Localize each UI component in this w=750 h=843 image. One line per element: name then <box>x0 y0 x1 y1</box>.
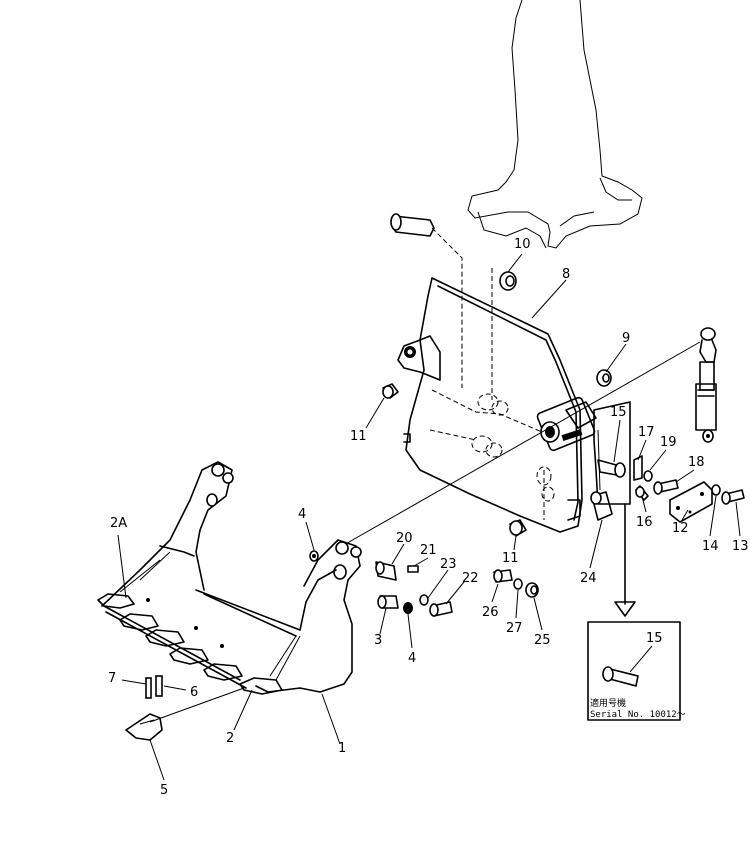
callout-2: 2 <box>226 731 234 746</box>
washer-19 <box>643 470 653 482</box>
bolt-22 <box>429 601 453 617</box>
callout-24: 24 <box>580 571 597 586</box>
callout-3: 3 <box>374 633 382 648</box>
callout-7: 7 <box>108 671 116 686</box>
bolt-26 <box>493 569 513 583</box>
callout-16: 16 <box>636 515 653 530</box>
bushing-11-left <box>382 383 399 399</box>
callout-15: 15 <box>610 405 627 420</box>
coupler-plate <box>397 268 597 533</box>
bolt-16 <box>635 485 649 501</box>
tooth-5 <box>125 713 163 741</box>
callout-26: 26 <box>482 605 499 620</box>
callout-23: 23 <box>440 557 457 572</box>
callout-11-lower: 11 <box>502 551 519 566</box>
bucket-teeth <box>97 593 283 695</box>
inset-serial-label: Serial No. 10012～ <box>590 710 686 720</box>
callout-21: 21 <box>420 543 437 558</box>
inset-arrow <box>614 503 636 617</box>
nut-4-lower <box>403 602 413 614</box>
callout-1: 1 <box>338 741 346 756</box>
leader-lines <box>117 253 741 781</box>
bolt-13 <box>721 489 745 505</box>
sleeve-24 <box>590 491 613 521</box>
callout-12: 12 <box>672 521 689 536</box>
callout-4-upper: 4 <box>298 507 306 522</box>
callout-labels: 1 2 2A 3 4 4 5 6 7 8 9 10 11 11 12 13 14… <box>108 237 749 798</box>
callout-5: 5 <box>160 783 168 798</box>
callout-25: 25 <box>534 633 551 648</box>
top-pin <box>390 213 463 388</box>
callout-11-left: 11 <box>350 429 367 444</box>
callout-2a: 2A <box>110 516 127 531</box>
callout-14: 14 <box>702 539 719 554</box>
callout-22: 22 <box>462 571 479 586</box>
callout-8: 8 <box>562 267 570 282</box>
hinge-pin-3 <box>377 595 399 609</box>
pin-21 <box>407 565 419 573</box>
bolt-18 <box>653 479 679 495</box>
callout-20: 20 <box>396 531 413 546</box>
inset-serial-box <box>587 621 681 721</box>
pin-7 <box>145 677 152 699</box>
inset-jp-label: 適用号機 <box>590 697 626 709</box>
callout-18: 18 <box>688 455 705 470</box>
tooth-guide-line <box>149 687 245 723</box>
bushing-9 <box>596 369 612 387</box>
boom-arm-outline <box>467 0 643 249</box>
nut-25 <box>525 582 539 598</box>
callout-6: 6 <box>190 685 198 700</box>
washer-23 <box>419 594 429 606</box>
callout-9: 9 <box>622 331 630 346</box>
washer-14 <box>711 484 721 496</box>
inset-callout-15: 15 <box>646 631 663 646</box>
callout-13: 13 <box>732 539 749 554</box>
assembly-guide-line <box>341 341 701 547</box>
callout-17: 17 <box>638 425 655 440</box>
callout-4-lower: 4 <box>408 651 416 666</box>
pin-6 <box>155 675 163 697</box>
callout-27: 27 <box>506 621 523 636</box>
bucket <box>97 461 362 695</box>
bushing-11-lower <box>509 519 527 537</box>
bushing-10 <box>499 271 517 291</box>
hydraulic-cylinder <box>695 327 717 443</box>
pin-15 <box>597 419 626 478</box>
hinge-pin-20 <box>375 561 397 581</box>
callout-19: 19 <box>660 435 677 450</box>
nut-4-upper <box>309 550 319 562</box>
washer-27 <box>513 578 523 590</box>
callout-10: 10 <box>514 237 531 252</box>
cover-plate-12 <box>669 481 713 523</box>
